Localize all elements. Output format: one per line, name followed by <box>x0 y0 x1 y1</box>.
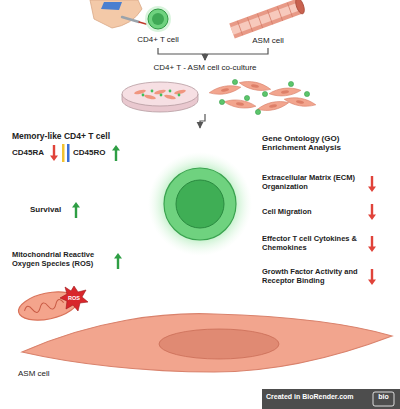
node-label: CD4+ T cell <box>137 35 179 44</box>
co-culture-node: CD4+ T - ASM cell co-culture <box>95 60 315 114</box>
go-term-label: Growth Factor Activity and Receptor Bind… <box>262 268 364 285</box>
node-text-group: CD4+ T - ASM cell co-culture <box>95 63 315 72</box>
memory-t-cell-node: Memory-like CD4+ T cell <box>12 128 274 258</box>
marker-label-box: CD45RA <box>12 148 52 157</box>
t-cell-node: CD4+ T cell <box>130 4 186 48</box>
node-label: Memory-like CD4+ T cell <box>12 132 110 142</box>
marker-label: CD45RA <box>12 148 52 157</box>
ros-label: ROS <box>64 295 84 301</box>
ros-label-box: ROS <box>64 295 84 301</box>
watermark-bar <box>262 389 400 409</box>
node-text-group: ASM cell <box>18 369 78 378</box>
node-shape <box>14 300 398 386</box>
go-term-label: Cell Migration <box>262 208 364 217</box>
watermark-logo-box: bio <box>373 393 394 401</box>
node-label: ASM cell <box>18 369 50 378</box>
go-term-label: Effector T cell Cytokines & Chemokines <box>262 235 364 252</box>
flow-arrow <box>200 114 205 128</box>
feature-label: Survival <box>30 205 72 214</box>
feature-label: Mitochondrial Reactive Oxygen Species (R… <box>12 251 112 268</box>
watermark-text: Created in BioRender.com <box>266 393 372 401</box>
node-text-group: CD4+ T cell <box>130 35 186 44</box>
feature-label-box: Mitochondrial Reactive Oxygen Species (R… <box>12 251 112 268</box>
node-text-group: ASM cell <box>228 36 308 45</box>
watermark-logo: bio <box>373 393 394 401</box>
marker-label-box: CD45RO <box>73 148 113 157</box>
go-term-label-box: Extracellular Matrix (ECM) Organization <box>262 174 364 191</box>
node-label: ASM cell <box>252 36 284 45</box>
node-text-group: Memory-like CD4+ T cell <box>12 132 152 142</box>
node-shape <box>12 128 274 258</box>
asm-vessel-node: ASM cell <box>228 0 308 48</box>
flow-arrow <box>205 48 268 60</box>
asm-cell-node: ASM cell <box>14 300 398 386</box>
node-label: CD4+ T - ASM cell co-culture <box>153 63 256 72</box>
analysis-heading-box: Gene Ontology (GO) Enrichment Analysis <box>262 134 374 152</box>
watermark-text-box: Created in BioRender.com <box>266 393 372 401</box>
go-term-label: Extracellular Matrix (ECM) Organization <box>262 174 364 191</box>
change-arrows <box>50 144 376 285</box>
analysis-heading: Gene Ontology (GO) Enrichment Analysis <box>262 134 374 152</box>
arm-illustration <box>90 0 146 28</box>
ros-burst <box>60 286 88 311</box>
marker-label: CD45RO <box>73 148 113 157</box>
feature-label-box: Survival <box>30 205 72 214</box>
go-term-label-box: Cell Migration <box>262 208 364 217</box>
go-term-label-box: Effector T cell Cytokines & Chemokines <box>262 235 364 252</box>
go-term-label-box: Growth Factor Activity and Receptor Bind… <box>262 268 364 285</box>
flow-arrow <box>158 48 205 60</box>
